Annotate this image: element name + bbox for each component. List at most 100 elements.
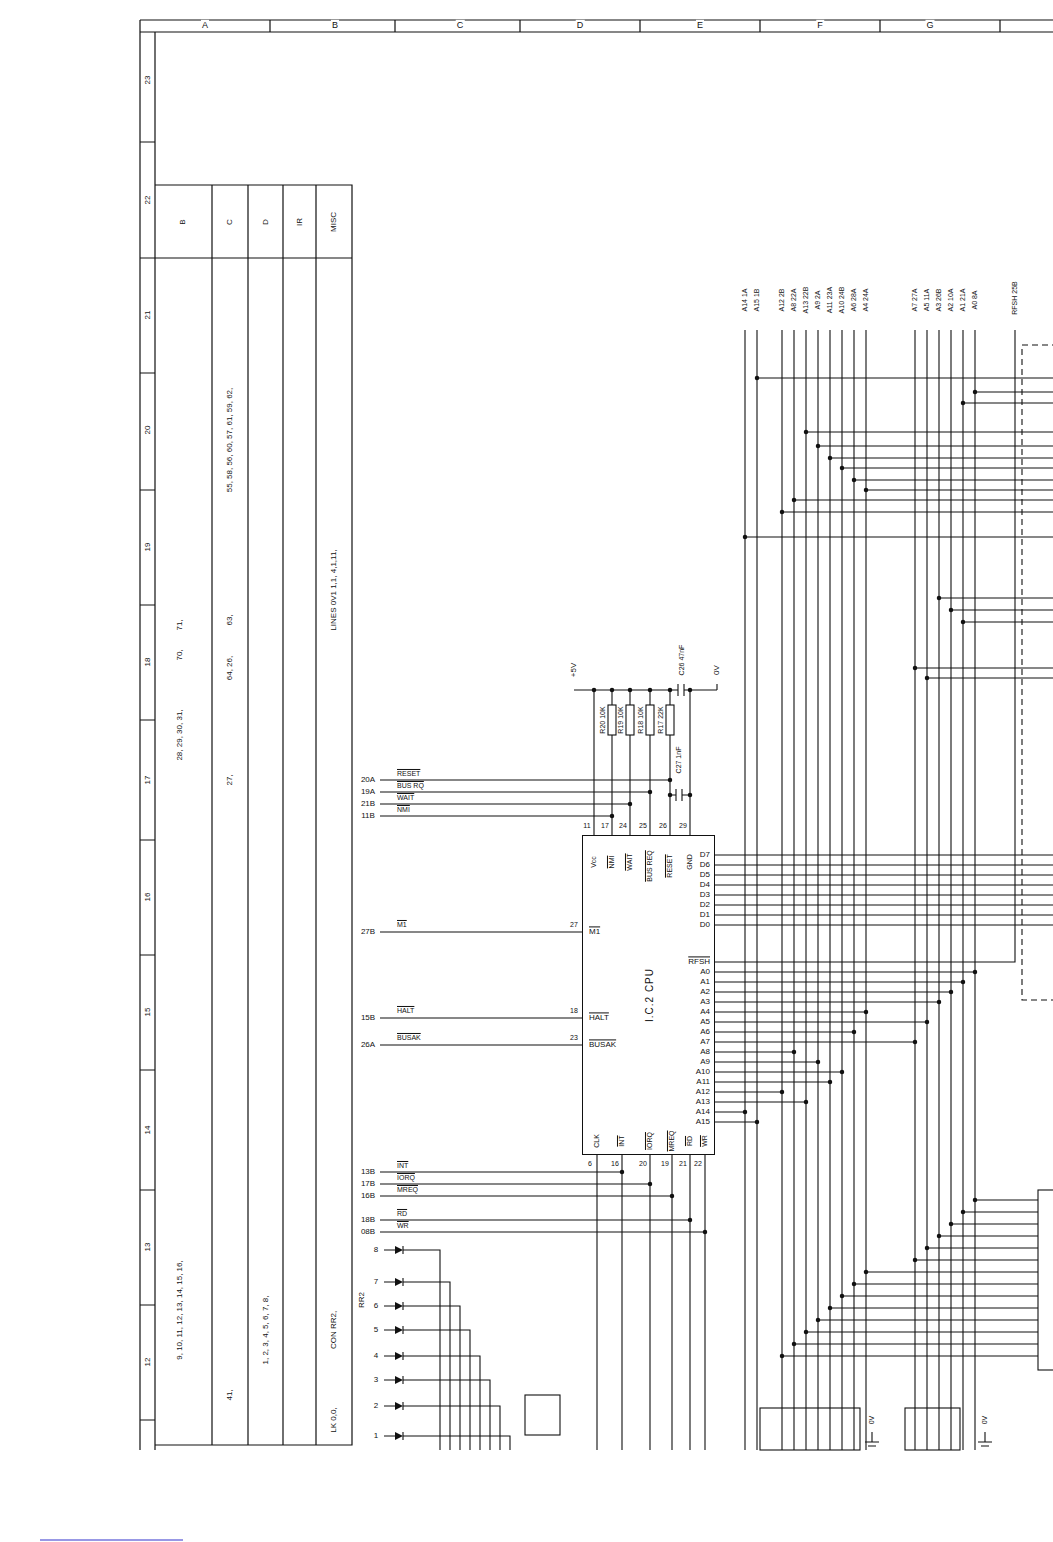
signal-label: A5	[699, 1017, 711, 1026]
signal-label: A10 24B	[838, 286, 846, 315]
decoder-ic	[1038, 1190, 1053, 1370]
signal-label: 9, 10, 11, 12, 13, 14, 15, 16,	[175, 1259, 184, 1360]
signal-label: 70,	[175, 648, 184, 661]
signal-label: A0	[699, 967, 711, 976]
signal-label: 15	[143, 1007, 152, 1018]
signal-label: HALT	[396, 1007, 415, 1015]
signal-label: A4	[699, 1007, 711, 1016]
control-wires	[380, 780, 690, 1045]
signal-label: LK 0,0,	[329, 1406, 338, 1433]
signal-label: 41,	[225, 1388, 234, 1401]
signal-label: IR	[295, 217, 304, 227]
signal-label: C27 1nF	[675, 746, 683, 775]
signal-label: R18 10K	[637, 705, 645, 734]
signal-label: BUS REQ	[646, 849, 654, 883]
signal-label: 21B	[360, 799, 376, 808]
signal-label: D5	[699, 870, 711, 879]
signal-label: A1 21A	[959, 288, 967, 313]
signal-label: 29	[678, 822, 688, 830]
data-bus	[715, 330, 1053, 962]
junction-dots	[594, 378, 975, 1356]
signal-label: D1	[699, 910, 711, 919]
signal-label: D6	[699, 860, 711, 869]
signal-label: A8	[699, 1047, 711, 1056]
signal-label: 08B	[360, 1227, 376, 1236]
signal-label: HALT	[588, 1013, 610, 1022]
signal-label: 21	[143, 310, 152, 321]
signal-label: RESET	[396, 770, 421, 778]
signal-label: 16	[143, 892, 152, 903]
signal-label: 17	[600, 822, 610, 830]
signal-label: A15 1B	[753, 288, 761, 313]
signal-label: 27,	[225, 773, 234, 786]
signal-label: BUSAK	[588, 1040, 617, 1049]
signal-label: A12	[695, 1087, 711, 1096]
signal-label: A3 26B	[935, 288, 943, 313]
signal-label: 11	[582, 822, 591, 830]
drawing-frame	[140, 20, 1053, 1450]
signal-label: IORQ	[396, 1174, 416, 1182]
supply-rail	[574, 684, 717, 835]
signal-label: 6	[587, 1160, 593, 1168]
signal-label: 4	[373, 1351, 379, 1360]
signal-label: A14 1A	[741, 288, 749, 313]
signal-label: A6 28A	[850, 288, 858, 313]
signal-label: CLK	[593, 1133, 601, 1149]
signal-label: 3	[373, 1375, 379, 1384]
signal-label: G	[925, 20, 934, 30]
chip-name: I.C.2 CPU	[643, 968, 654, 1022]
resistor-symbol	[646, 705, 654, 735]
signal-label: A12 2B	[778, 288, 786, 313]
signal-label: C	[456, 20, 465, 30]
signal-label: D7	[699, 850, 711, 859]
signal-label: WAIT	[626, 852, 634, 871]
signal-label: 17	[143, 775, 152, 786]
signal-label: 16	[610, 1160, 620, 1168]
signal-label: 18	[569, 1007, 579, 1015]
signal-label: MREQ	[668, 1130, 676, 1153]
signal-label: RR2	[357, 1291, 366, 1309]
signal-label: 0V	[712, 664, 721, 676]
signal-label: RFSH 25B	[1011, 280, 1019, 315]
signal-label: 23	[143, 75, 152, 86]
signal-label: 16B	[360, 1191, 376, 1200]
signal-label: D	[261, 218, 270, 226]
signal-label: INT	[396, 1162, 409, 1170]
signal-label: 28, 29, 30, 31,	[175, 708, 184, 761]
signal-label: B	[331, 20, 339, 30]
signal-label: BUSAK	[396, 1034, 422, 1042]
signal-label: A1	[699, 977, 711, 986]
signal-label: RD	[686, 1135, 694, 1147]
signal-label: 23	[569, 1034, 579, 1042]
signal-label: F	[816, 20, 824, 30]
signal-label: A7	[699, 1037, 711, 1046]
signal-label: A9	[699, 1057, 711, 1066]
signal-label: MISC	[329, 211, 338, 233]
signal-label: A2 10A	[947, 288, 955, 313]
signal-label: BUS RQ	[396, 782, 425, 790]
signal-label: A6	[699, 1027, 711, 1036]
signal-label: A7 27A	[911, 288, 919, 313]
signal-label: 26	[658, 822, 668, 830]
memory-ic	[1022, 345, 1053, 1000]
bottom-wires	[380, 1155, 705, 1450]
signal-label: 55, 58, 56, 60, 57, 61, 59, 62,	[225, 387, 234, 494]
signal-label: 17B	[360, 1179, 376, 1188]
signal-label: +5V	[569, 662, 578, 678]
signal-label: 21	[678, 1160, 688, 1168]
signal-label: M1	[588, 927, 601, 936]
signal-label: 13B	[360, 1167, 376, 1176]
signal-label: A15	[695, 1117, 711, 1126]
signal-label: 18B	[360, 1215, 376, 1224]
signal-label: 19	[143, 542, 152, 553]
signal-label: GND	[686, 853, 694, 871]
signal-label: 0V	[981, 1415, 989, 1426]
resistor-symbol	[666, 705, 674, 735]
signal-label: E	[696, 20, 704, 30]
signal-label: 2	[373, 1401, 379, 1410]
signal-label: M1	[396, 921, 408, 929]
edge-connector	[905, 1408, 960, 1450]
signal-label: B	[178, 218, 187, 225]
signal-label: 15B	[360, 1013, 376, 1022]
